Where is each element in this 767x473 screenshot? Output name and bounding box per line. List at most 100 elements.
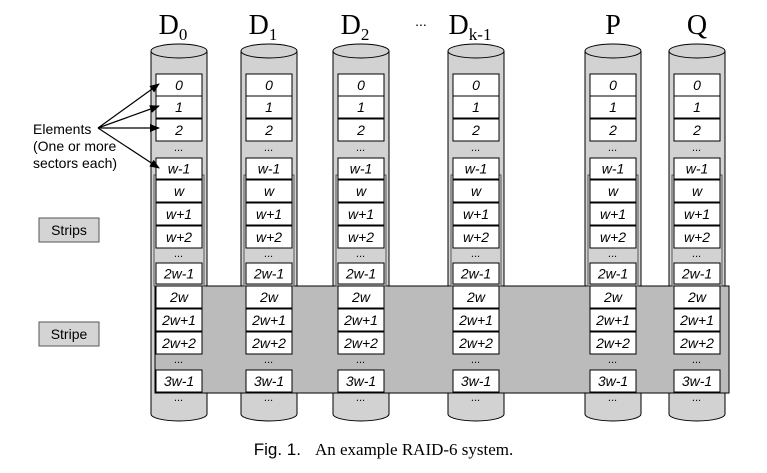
element-label: 2w [351, 289, 371, 305]
ellipsis-label: ... [692, 354, 701, 366]
disk-column-0: 012...w-1ww+1w+2...2w-12w2w+12w+2...3w-1… [155, 73, 203, 404]
element-box [673, 331, 721, 355]
element-label: 3w-1 [682, 373, 712, 389]
stripe-label-box: Stripe [38, 321, 100, 347]
element-label: 1 [693, 99, 701, 115]
disk-label-2: D2 [341, 10, 370, 44]
ellipsis-label: ... [608, 248, 617, 260]
element-box [245, 179, 293, 203]
element-label: 2w [259, 289, 279, 305]
element-box [452, 308, 500, 332]
disk-letter: P [605, 10, 621, 41]
element-label: 2 [471, 122, 480, 138]
element-box [452, 157, 500, 180]
element-label: 2w [687, 289, 707, 305]
element-label: 2w-1 [163, 266, 194, 282]
element-label: 2 [174, 122, 183, 138]
element-box [337, 225, 385, 249]
element-label: w [174, 183, 185, 199]
disk-letter: D [249, 10, 269, 41]
element-arrow-1 [97, 105, 160, 129]
element-label: 1 [357, 99, 365, 115]
element-box [452, 179, 500, 203]
disk-subscript: 1 [269, 25, 278, 44]
element-box [589, 118, 637, 142]
disk-gap-ellipsis: ... [415, 13, 427, 29]
element-label: 2 [264, 122, 273, 138]
element-box [589, 369, 637, 393]
element-label: 2w+2 [251, 335, 286, 351]
element-box [337, 118, 385, 142]
element-label: w+2 [684, 229, 710, 245]
element-label: 2w-1 [460, 266, 491, 282]
cylinder-top [584, 43, 642, 59]
element-box [155, 369, 203, 393]
element-label: 2 [608, 122, 617, 138]
ellipsis-label: ... [174, 354, 183, 366]
element-box [155, 179, 203, 203]
disk-column-3: 012...w-1ww+1w+2...2w-12w2w+12w+2...3w-1… [452, 73, 500, 404]
ellipsis-label: ... [174, 248, 183, 260]
element-box [589, 202, 637, 226]
element-label: w+2 [348, 229, 374, 245]
element-label: 2w-1 [345, 266, 376, 282]
element-box [673, 95, 721, 119]
element-label: 1 [265, 99, 273, 115]
element-box [673, 179, 721, 203]
ellipsis-label: ... [264, 392, 273, 404]
element-box [589, 262, 637, 285]
element-label: 2w [603, 289, 623, 305]
element-box [673, 285, 721, 309]
element-label: w+1 [684, 206, 710, 222]
strips-label-box: Strips [38, 217, 100, 243]
element-box [337, 262, 385, 285]
ellipsis-label: ... [471, 248, 480, 260]
element-label: w [608, 183, 619, 199]
cylinder-top [150, 43, 208, 59]
element-arrow-0 [97, 83, 160, 129]
ellipsis-label: ... [692, 142, 701, 154]
element-box [452, 285, 500, 309]
element-label: 2w [466, 289, 486, 305]
element-box [452, 262, 500, 285]
element-box [589, 225, 637, 249]
element-label: 0 [357, 77, 365, 93]
strips-label-text: Strips [51, 222, 87, 238]
ellipsis-label: ... [608, 142, 617, 154]
element-box [337, 157, 385, 180]
element-label: 0 [693, 77, 701, 93]
cylinder-top [668, 43, 726, 59]
element-label: 2w-1 [681, 266, 712, 282]
element-box [673, 262, 721, 285]
element-label: 2w+2 [458, 335, 493, 351]
ellipsis-label: ... [471, 354, 480, 366]
element-label: w+1 [600, 206, 626, 222]
element-label: 2w-1 [253, 266, 284, 282]
figure-caption: Fig. 1.An example RAID-6 system. [0, 440, 767, 460]
disk-label-3: Dk-1 [449, 10, 492, 44]
element-box [673, 118, 721, 142]
ellipsis-label: ... [356, 248, 365, 260]
element-label: 1 [472, 99, 480, 115]
element-box [589, 95, 637, 119]
element-box [673, 202, 721, 226]
element-box [245, 157, 293, 180]
element-box [337, 179, 385, 203]
element-label: w [692, 183, 703, 199]
element-box [452, 202, 500, 226]
disk-column-2: 012...w-1ww+1w+2...2w-12w2w+12w+2...3w-1… [337, 73, 385, 404]
element-label: 2w+2 [343, 335, 378, 351]
element-label: w+2 [256, 229, 282, 245]
ellipsis-label: ... [356, 354, 365, 366]
disk-column-1: 012...w-1ww+1w+2...2w-12w2w+12w+2...3w-1… [245, 73, 293, 404]
disk-column-4: 012...w-1ww+1w+2...2w-12w2w+12w+2...3w-1… [589, 73, 637, 404]
element-label: w-1 [168, 161, 191, 177]
element-label: 2w [169, 289, 189, 305]
element-label: 2w+2 [595, 335, 630, 351]
element-label: 3w-1 [598, 373, 628, 389]
disk-label-0: D0 [159, 10, 188, 44]
cylinder-top [332, 43, 390, 59]
element-box [337, 369, 385, 393]
element-label: 3w-1 [164, 373, 194, 389]
element-box [589, 157, 637, 180]
